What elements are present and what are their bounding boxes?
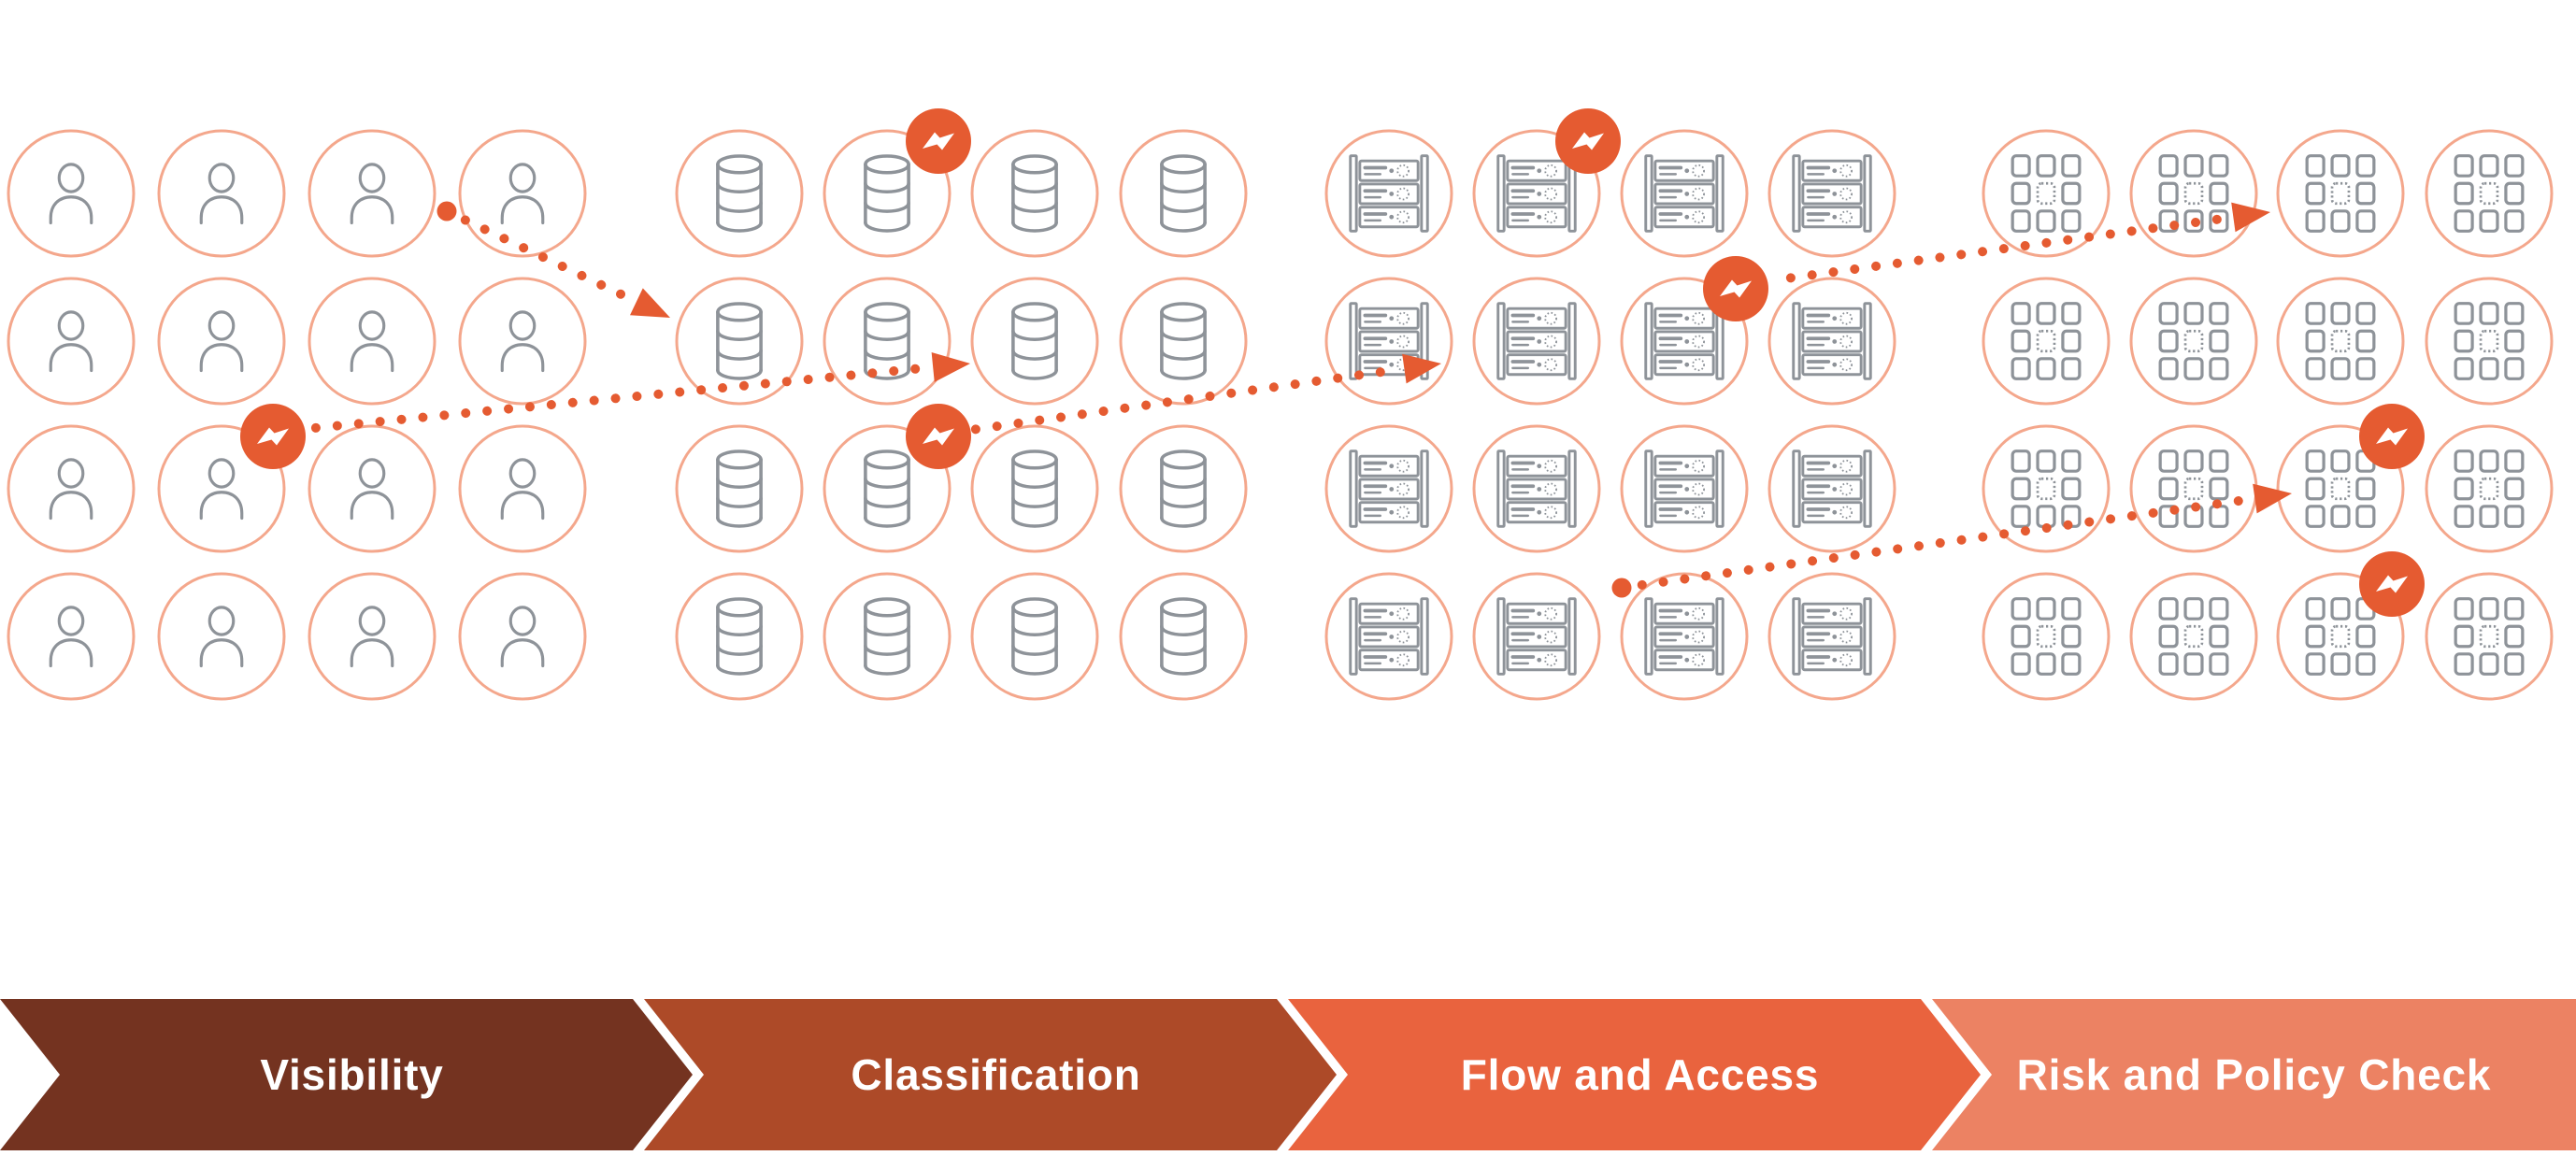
servers-node-circle — [1472, 572, 1601, 701]
flow-arrowhead — [2231, 202, 2270, 233]
applications-node-circle — [1982, 424, 2111, 553]
users-node-circle — [157, 129, 286, 258]
servers-node-circle — [1324, 424, 1453, 553]
users-node-circle — [458, 572, 587, 701]
servers-node-circle — [1472, 424, 1601, 553]
applications-node-circle — [1982, 277, 2111, 406]
servers-node-circle — [1324, 277, 1453, 406]
applications-node-circle — [2129, 572, 2258, 701]
applications-node-circle — [1982, 129, 2111, 258]
bolt-icon — [1720, 279, 1752, 298]
flow-origin-dot — [436, 201, 457, 221]
bolt-icon — [2376, 575, 2408, 593]
flow-arrowhead — [931, 351, 970, 382]
servers-node-circle — [1620, 572, 1749, 701]
users-node-circle — [308, 572, 436, 701]
applications-node-circle — [2129, 129, 2258, 258]
users-node-circle — [7, 277, 136, 406]
servers-node-circle — [1324, 129, 1453, 258]
servers-node-circle — [1620, 129, 1749, 258]
applications-node-circle — [2129, 424, 2258, 553]
flow-arrowhead — [2253, 483, 2292, 514]
bolt-icon — [257, 427, 289, 446]
servers-node-circle — [1324, 572, 1453, 701]
applications-node-circle — [2276, 129, 2405, 258]
servers-node-circle — [1767, 129, 1896, 258]
applications-node-circle — [2425, 424, 2554, 553]
servers-node-circle — [1472, 277, 1601, 406]
flow-dotted-line — [1785, 213, 2233, 283]
applications-node-circle — [2129, 277, 2258, 406]
users-node-circle — [7, 129, 136, 258]
badges-layer — [240, 108, 2425, 617]
flows-layer — [310, 201, 2292, 598]
flow-dotted-line — [310, 363, 933, 433]
bolt-icon — [923, 132, 954, 150]
users-node-circle — [308, 277, 436, 406]
flow-origin-dot — [1611, 578, 1632, 598]
users-node-circle — [7, 424, 136, 553]
servers-node-circle — [1767, 424, 1896, 553]
users-node-circle — [157, 277, 286, 406]
users-node-circle — [308, 424, 436, 553]
applications-node-circle — [2425, 572, 2554, 701]
applications-node-circle — [1982, 572, 2111, 701]
users-node-circle — [458, 277, 587, 406]
applications-node-circle — [2425, 277, 2554, 406]
flow-dotted-line — [970, 364, 1404, 435]
applications-node-circle — [2425, 129, 2554, 258]
bolt-icon — [2376, 427, 2408, 446]
servers-node-circle — [1767, 277, 1896, 406]
users-node-circle — [458, 424, 587, 553]
flow-dotted-line — [460, 215, 637, 305]
servers-node-circle — [1767, 572, 1896, 701]
nodes-layer — [7, 129, 2554, 701]
bolt-icon — [1572, 132, 1604, 150]
flow-arrowhead — [630, 288, 670, 318]
users-node-circle — [308, 129, 436, 258]
users-node-circle — [7, 572, 136, 701]
servers-node-circle — [1620, 424, 1749, 553]
flow-arrowhead — [1402, 353, 1441, 384]
bolt-icon — [923, 427, 954, 446]
users-node-circle — [157, 572, 286, 701]
users-node-circle — [458, 129, 587, 258]
applications-node-circle — [2276, 277, 2405, 406]
